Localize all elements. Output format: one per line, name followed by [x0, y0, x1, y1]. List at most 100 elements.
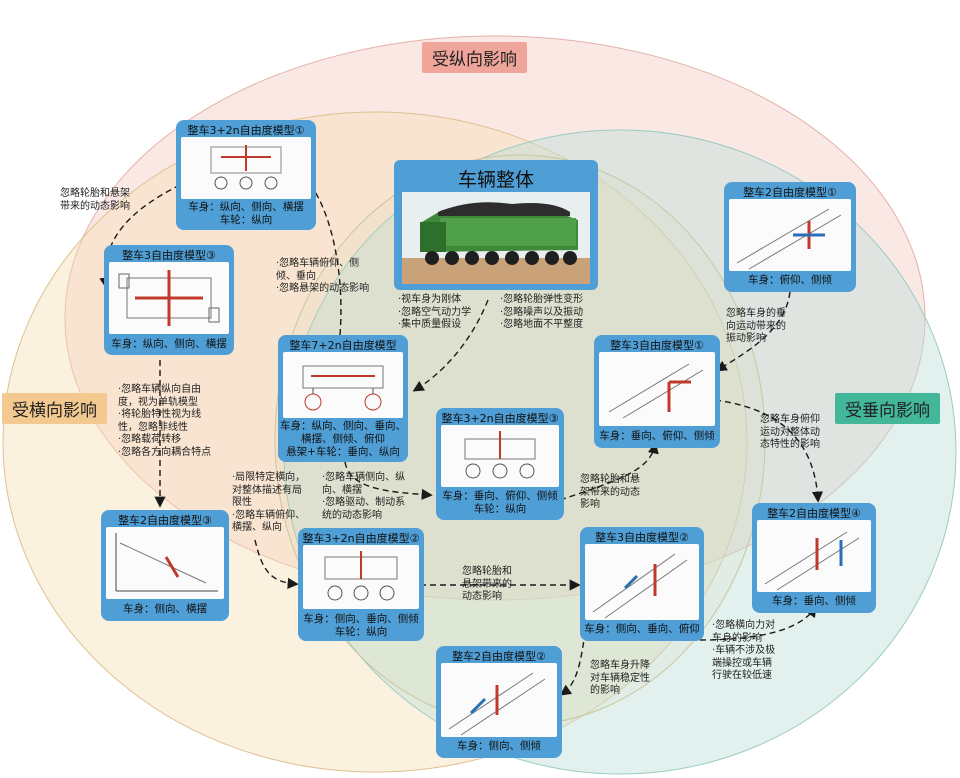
model-sketch — [109, 262, 229, 334]
note-line: 运动对整体动 — [760, 426, 820, 438]
note-line: 向运动带来的 — [726, 320, 786, 332]
caption-line: 车轮：纵向 — [473, 503, 527, 515]
note-line: 对车辆稳定性 — [590, 672, 650, 684]
note-yaw-limit: ·局限特定横向， 对整体描述有局 限性 ·忽略车辆俯仰、 横摆、纵向 — [232, 472, 305, 535]
note-line: 向、横摆 — [322, 484, 362, 496]
center-notes-left: ·视车身为刚体 ·忽略空气动力学 ·集中质量假设 — [398, 294, 471, 332]
card-caption: 车身：垂向、俯仰、侧倾 车轮：纵向 — [436, 490, 564, 516]
truck-photo — [402, 192, 590, 284]
caption-line: 悬架+车轮：垂向、纵向 — [286, 446, 400, 458]
card-2-4: 整车2自由度模型④ 车身：垂向、侧倾 — [752, 503, 876, 613]
card-title: 整车3+2n自由度模型③ — [441, 412, 559, 425]
note-line: 忽略车身的垂 — [726, 308, 786, 319]
card-caption: 车身：纵向、侧向、横摆 — [104, 338, 234, 351]
note-ignore-tire-susp-right: 忽略轮胎和悬 架带来的动态 影响 — [580, 474, 640, 512]
note-line: 忽略车身俯仰 — [760, 414, 820, 425]
arrow-3-2n-3-to-3-1 — [559, 442, 659, 501]
model-sketch — [303, 545, 419, 609]
longitudinal-label: 受纵向影响 — [432, 50, 517, 70]
center-note-noise: ·忽略噪声以及振动 — [500, 306, 584, 318]
card-title: 整车3+2n自由度模型② — [302, 532, 420, 545]
card-caption: 车身：侧向、横摆 — [101, 603, 229, 616]
card-2-2: 整车2自由度模型② 车身：侧向、侧倾 — [436, 646, 562, 758]
note-line: 动态影响 — [462, 591, 502, 602]
caption-line: 横摆、侧倾、俯仰 — [301, 433, 385, 445]
card-caption: 车身：垂向、侧倾 — [752, 595, 876, 608]
card-3-2n-2: 整车3+2n自由度模型② 车身：侧向、垂向、侧倾 车轮：纵向 — [298, 528, 424, 641]
card-title: 整车2自由度模型① — [743, 186, 837, 199]
vertical-tag: 受垂向影响 — [835, 393, 940, 424]
note-line: ·将轮胎特性视为线 — [118, 409, 202, 420]
model-sketch — [106, 527, 224, 599]
center-note-tire: ·忽略轮胎弹性变形 — [500, 294, 584, 305]
caption-line: 车身：纵向、侧向、横摆 — [188, 201, 304, 213]
note-line: 统的动态影响 — [322, 509, 382, 521]
caption-line: 车身：俯仰、侧倾 — [748, 274, 832, 286]
vehicle-overall-card: 车辆整体 — [394, 160, 598, 290]
arrow-3-2n-1-to-3-3 — [99, 184, 181, 289]
note-ignore-body-pitch: 忽略车身俯仰 运动对整体动 态特性的影响 — [760, 414, 820, 452]
note-lateral-list: ·忽略车辆纵向自由 度，视为单轨模型 ·将轮胎特性视为线 性，忽略非线性 ·忽略… — [118, 384, 211, 459]
note-line: ·忽略横向力对 — [712, 620, 776, 631]
caption-line: 车身：垂向、俯仰、侧倾 — [599, 430, 715, 442]
model-sketch — [283, 352, 403, 418]
note-ignore-body-vert: 忽略车身的垂 向运动带来的 振动影响 — [726, 308, 786, 346]
arrow-3-1-to-2-4 — [714, 399, 824, 503]
note-line: 限性 — [232, 497, 252, 508]
note-line: 影响 — [580, 499, 600, 510]
note-ignore-tire-susp-mid: 忽略轮胎和 悬架带来的 动态影响 — [462, 566, 512, 604]
note-line: ·车辆不涉及极 — [712, 645, 776, 656]
note-line: ·忽略驱动、制动系 — [322, 497, 406, 508]
center-notes-right: ·忽略轮胎弹性变形 ·忽略噪声以及振动 ·忽略地面不平整度 — [500, 294, 583, 332]
note-line: ·忽略各方向耦合特点 — [118, 446, 212, 458]
card-caption: 车身：俯仰、侧倾 — [724, 274, 856, 287]
note-line: ·忽略车辆俯仰、 — [232, 509, 306, 521]
model-sketch — [729, 199, 851, 271]
card-3-2n-1: 整车3+2n自由度模型① 车身：纵向、侧向、横摆 车轮：纵向 — [176, 120, 316, 230]
note-line: 忽略轮胎和 — [462, 566, 512, 577]
arrow-3-2-to-2-2 — [559, 631, 586, 696]
note-line: 振动影响 — [726, 333, 766, 344]
arrow-center-to-7-2n — [412, 299, 489, 392]
note-line: 性，忽略非线性 — [118, 421, 188, 433]
arrow-3-2-to-2-4 — [699, 605, 817, 641]
note-line: 对整体描述有局 — [232, 484, 302, 496]
note-line: 架带来的动态 — [580, 486, 640, 498]
center-note-ground: ·忽略地面不平整度 — [500, 319, 584, 330]
note-line: 忽略轮胎和悬 — [580, 474, 640, 485]
model-sketch — [585, 544, 699, 620]
note-line: 带来的动态影响 — [60, 200, 130, 212]
note-ignore-tire-susp-top: 忽略轮胎和悬架 带来的动态影响 — [60, 188, 130, 213]
model-sketch — [441, 663, 557, 737]
card-caption: 车身：纵向、侧向、垂向、 横摆、侧倾、俯仰 悬架+车轮：垂向、纵向 — [278, 420, 408, 459]
card-title: 整车2自由度模型② — [452, 650, 546, 663]
model-sketch — [599, 352, 715, 426]
card-caption: 车身：侧向、垂向、侧倾 车轮：纵向 — [298, 613, 424, 639]
card-title: 整车2自由度模型③ — [118, 514, 212, 527]
card-3-2: 整车3自由度模型② 车身：侧向、垂向、俯仰 — [580, 527, 704, 641]
center-note-aero: ·忽略空气动力学 — [398, 306, 472, 318]
note-line: ·忽略车辆纵向自由 — [118, 384, 202, 395]
note-line: 端操控或车辆 — [712, 657, 772, 669]
card-title: 整车3自由度模型② — [595, 531, 689, 544]
note-line: ·局限特定横向， — [232, 472, 306, 483]
note-line: 行驶在较低速 — [712, 670, 772, 681]
caption-line: 车身：侧向、侧倾 — [457, 740, 541, 752]
note-line: 忽略轮胎和悬架 — [60, 188, 130, 199]
card-7-2n: 整车7+2n自由度模型 车身：纵向、侧向、垂向、 横摆、侧倾、俯仰 悬架+车轮：… — [278, 335, 408, 462]
arrow-7-2n-to-3-2n-2 — [254, 539, 299, 589]
caption-line: 车身：侧向、垂向、俯仰 — [584, 623, 700, 635]
note-line: ·忽略载荷转移 — [118, 434, 182, 445]
note-ignore-lateral-force: ·忽略横向力对 车身的影响 ·车辆不涉及极 端操控或车辆 行驶在较低速 — [712, 620, 775, 683]
caption-line: 车身：垂向、俯仰、侧倾 — [442, 490, 558, 502]
lateral-tag: 受横向影响 — [2, 393, 107, 424]
caption-line: 车身：纵向、侧向、垂向、 — [280, 420, 406, 432]
note-line: 忽略车身升降 — [590, 660, 650, 671]
card-3-3: 整车3自由度模型③ 车身：纵向、侧向、横摆 — [104, 245, 234, 355]
caption-line: 车身：侧向、横摆 — [123, 603, 207, 615]
note-line: ·忽略车辆俯仰、侧 — [276, 258, 360, 269]
note-line: 的影响 — [590, 685, 620, 696]
vertical-label: 受垂向影响 — [845, 401, 930, 421]
note-line: 度，视为单轨模型 — [118, 396, 198, 408]
